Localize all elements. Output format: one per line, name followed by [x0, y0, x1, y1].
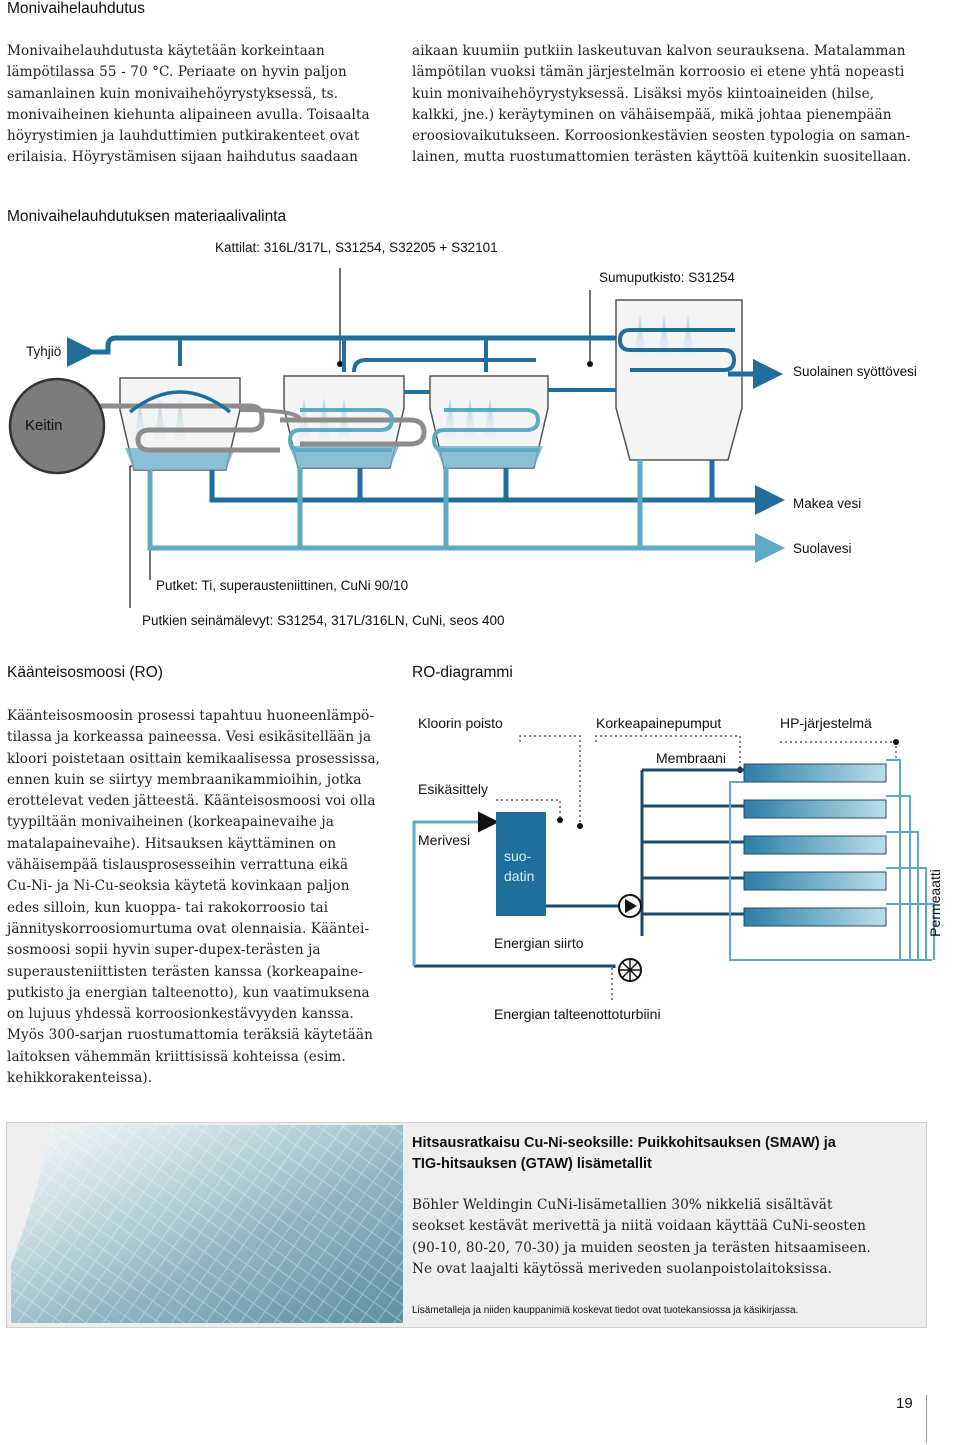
text-line: monivaiheinen kiehunta alipaineen avulla… — [7, 106, 370, 123]
page-divider — [926, 1395, 927, 1443]
text-line: lämpötilan vuoksi tämän järjestelmän kor… — [412, 64, 905, 81]
text-line: erottelevat veden jätteestä. Käänteisosm… — [7, 793, 376, 810]
text-line: tilassa ja korkeassa paineessa. Vesi esi… — [7, 729, 372, 746]
text-line: laitoksen vähemmän kriittisissä kohteiss… — [7, 1048, 346, 1065]
mvc-diagram — [8, 268, 785, 608]
panel-title-line-1: Hitsausratkaisu Cu-Ni-seoksille: Puikkoh… — [412, 1135, 836, 1151]
filter-box — [496, 812, 546, 916]
text-line: jännityskorroosiomurtuma ovat olennaisia… — [7, 920, 370, 937]
vessel-3 — [429, 375, 549, 469]
ro-label-suodatin: suo- datin — [504, 846, 534, 886]
text-line: Cu-Ni- ja Ni-Cu-seoksia käytetä kovinkaa… — [7, 878, 350, 895]
label-putket: Putket: Ti, superausteniittinen, CuNi 90… — [156, 578, 409, 593]
label-kattilat: Kattilat: 316L/317L, S31254, S32205 + S3… — [215, 240, 498, 255]
label-makea: Makea vesi — [793, 496, 862, 511]
micrograph-image — [11, 1125, 403, 1323]
text-line: kalkki, jne.) keräytyminen on vähäisempä… — [412, 106, 892, 123]
diagram-title: Monivaihelauhdutuksen materiaalivalinta — [7, 208, 287, 225]
text-line: (90-10, 80-20, 70-30) ja muiden seosten … — [412, 1239, 871, 1256]
label-keitin: Keitin — [25, 417, 63, 434]
ro-diagram-title: RO-diagrammi — [412, 664, 513, 681]
text-line: Böhler Weldingin CuNi-lisämetallien 30% … — [412, 1197, 833, 1213]
label-sumuputkisto: Sumuputkisto: S31254 — [599, 270, 735, 285]
text-line: kloori poistetaan osittain kemikaalisess… — [7, 750, 381, 767]
page-number: 19 — [896, 1395, 913, 1412]
text-line: lämpötilassa 55 - 70 °C. Periaate on hyv… — [7, 64, 347, 81]
welding-panel: Hitsausratkaisu Cu-Ni-seoksille: Puikkoh… — [6, 1122, 927, 1328]
text-line: höyrystimien ja lauhduttimien putkiraken… — [7, 128, 360, 145]
text-line: matalapainevaihe). Hitsauksen käyttämine… — [7, 835, 337, 852]
text-line: Ne ovat laajalti käytössä meriveden suol… — [412, 1260, 833, 1277]
panel-body: Böhler Weldingin CuNi-lisämetallien 30% … — [412, 1195, 871, 1280]
membrane-stack — [729, 759, 935, 961]
section-heading: Monivaihelauhdutus — [7, 0, 145, 17]
ro-label-permeaatti: Permeaatti — [926, 869, 943, 937]
ro-label-kloori: Kloorin poisto — [418, 715, 503, 731]
text-line: kehikkorakenteissa). — [7, 1070, 153, 1087]
text-line: lainen, mutta ruostumattomien terästen k… — [412, 149, 912, 166]
panel-note: Lisämetalleja ja niiden kauppanimiä kosk… — [412, 1305, 799, 1316]
text-line: Myös 300-sarjan ruostumattomia teräksiä … — [7, 1027, 373, 1044]
text-line: vähäisempää tislausprosesseihin verrattu… — [7, 857, 349, 874]
label-seinamalevyt: Putkien seinämälevyt: S31254, 317L/316LN… — [142, 613, 505, 628]
text-line: kuin monivaihehöyrystyksessä. Lisäksi my… — [412, 85, 875, 102]
text-line: on lujuus yhdessä korroosionkestävyyden … — [7, 1006, 354, 1023]
vessel-4 — [615, 299, 743, 461]
ro-label-suodatin-1: suo- — [504, 848, 532, 864]
text-line: tyypiltään monivaiheinen (korkeapainevai… — [7, 814, 334, 831]
intro-col2: aikaan kuumiin putkiin laskeutuvan kalvo… — [412, 41, 911, 169]
text-line: aikaan kuumiin putkiin laskeutuvan kalvo… — [412, 43, 906, 59]
intro-col1: Monivaihelauhdutusta käytetään korkeinta… — [7, 41, 370, 169]
text-line: putkisto ja energian talteenotto), kun v… — [7, 984, 370, 1001]
text-line: Käänteisosmoosin prosessi tapahtuu huone… — [7, 708, 375, 724]
ro-heading: Käänteisosmoosi (RO) — [7, 664, 163, 681]
ro-label-esikasittely: Esikäsittely — [418, 781, 489, 797]
text-line: eroosiovaikutukseen. Korroosionkestävien… — [412, 128, 911, 145]
text-line: Monivaihelauhdutusta käytetään korkeinta… — [7, 43, 325, 59]
label-suolavesi: Suolavesi — [793, 541, 852, 556]
label-suolainen: Suolainen syöttövesi — [793, 364, 917, 379]
text-line: edes silloin, kun kuoppa- tai rakokorroo… — [7, 899, 329, 916]
label-tyhjio: Tyhjiö — [26, 344, 62, 359]
ro-label-membraani: Membraani — [656, 750, 727, 766]
text-line: samanlainen kuin monivaihehöyrystyksessä… — [7, 85, 339, 102]
text-line: seokset kestävät merivettä ja niitä void… — [412, 1218, 866, 1235]
text-line: erilaisia. Höyrystämisen sijaan haihdutu… — [7, 149, 359, 166]
ro-label-merivesi: Merivesi — [418, 832, 471, 848]
ro-diagram — [412, 735, 935, 1000]
panel-title: Hitsausratkaisu Cu-Ni-seoksille: Puikkoh… — [412, 1133, 836, 1175]
ro-label-korkeapaine: Korkeapainepumput — [596, 715, 722, 731]
ro-label-turbiini: Energian talteenottoturbiini — [494, 1006, 661, 1022]
panel-title-line-2: TIG-hitsauksen (GTAW) lisämetallit — [412, 1156, 652, 1172]
boiler-icon — [8, 377, 106, 475]
ro-body: Käänteisosmoosin prosessi tapahtuu huone… — [7, 706, 380, 1089]
ro-label-hp: HP-järjestelmä — [780, 715, 872, 731]
ro-label-suodatin-2: datin — [504, 868, 535, 884]
text-line: sosmoosi sopii hyvin super-dupex-teräste… — [7, 942, 321, 959]
ro-label-siirto: Energian siirto — [494, 935, 584, 951]
text-line: superausteniittisten terästen kanssa (ko… — [7, 963, 363, 980]
text-line: ennen kuin se siirtyy membraanikammioihi… — [7, 771, 362, 788]
